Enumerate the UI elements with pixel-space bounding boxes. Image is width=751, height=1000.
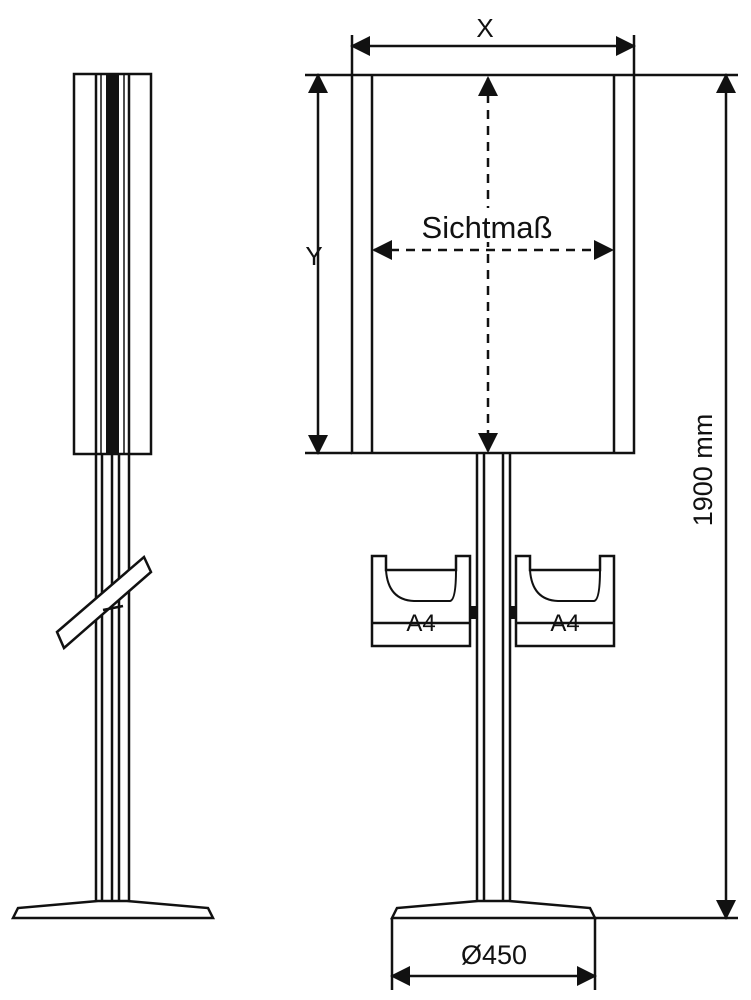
side-base — [10, 899, 216, 920]
front-pole — [475, 453, 512, 902]
y-label: Y — [305, 241, 322, 271]
side-frame-profile — [72, 72, 153, 456]
front-base — [389, 899, 598, 920]
tray-left — [370, 554, 477, 648]
dimension-lines — [305, 35, 738, 990]
visible-area-label: Sichtmaß — [422, 210, 553, 245]
labels: X Y Sichtmaß A4 A4 1900 mm Ø450 — [305, 13, 718, 970]
total-height-label: 1900 mm — [688, 414, 718, 527]
x-label: X — [476, 13, 493, 43]
front-frame — [350, 73, 636, 455]
tray-right — [510, 554, 616, 648]
tray-left-label: A4 — [406, 610, 435, 637]
side-tray — [55, 554, 153, 651]
side-pole — [94, 454, 131, 902]
visible-area-label-bg — [401, 208, 573, 242]
tray-right-label: A4 — [550, 610, 579, 637]
side-view — [10, 72, 216, 920]
base-diameter-label: Ø450 — [461, 940, 527, 970]
front-view — [350, 73, 636, 920]
